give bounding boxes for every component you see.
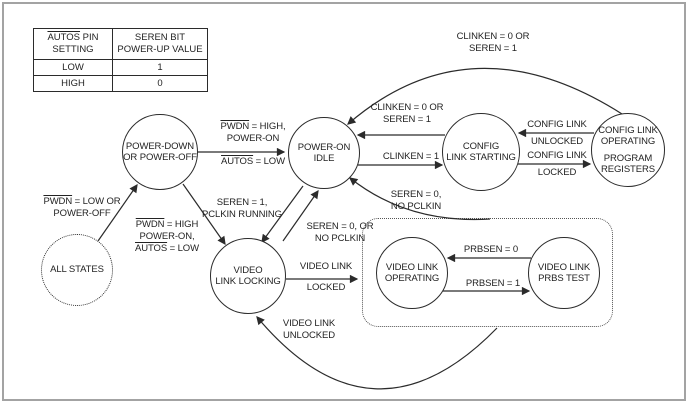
table-header-seren: SEREN BIT POWER-UP VALUE: [112, 28, 208, 60]
label-config-unlocked-bottom: UNLOCKED: [531, 136, 583, 147]
label-config-locked-top: CONFIG LINK: [527, 150, 587, 161]
label-config-unlocked-top: CONFIG LINK: [527, 119, 587, 130]
arrow-video-link-unlocked: [256, 316, 498, 390]
label-video-link-locked-top: VIDEO LINK: [299, 261, 353, 272]
state-video-link-prbs-test: VIDEO LINK PRBS TEST: [528, 237, 600, 309]
seren-powerup-table: AUTOS PIN SETTING SEREN BIT POWER-UP VAL…: [33, 28, 208, 92]
state-video-link-locking: VIDEO LINK LOCKING: [210, 238, 286, 314]
seren-0-cell: 0: [112, 75, 208, 92]
arrow-idle-to-locking: [261, 185, 304, 244]
state-all-states: ALL STATES: [41, 234, 113, 306]
table-header-autos: AUTOS PIN SETTING: [33, 28, 113, 60]
label-idle-to-starting: CLINKEN = 1: [382, 151, 440, 162]
state-power-down: POWER-DOWN OR POWER-OFF: [122, 114, 198, 190]
state-config-link-starting: CONFIG LINK STARTING: [442, 113, 520, 191]
label-power-down-to-idle-bottom: AUTOS = LOW: [221, 156, 285, 167]
label-video-link-locked-bottom: LOCKED: [306, 282, 346, 293]
label-power-down-to-locking: PWDN = HIGH POWER-ON, AUTOS = LOW: [135, 219, 199, 254]
label-prbsen-1: PRBSEN = 1: [465, 278, 521, 289]
config-link-operating-label: CONFIG LINK OPERATING: [598, 124, 658, 148]
autos-low-cell: LOW: [33, 59, 113, 76]
arrow-locking-to-idle: [282, 189, 319, 242]
seren-1-cell: 1: [112, 59, 208, 76]
label-starting-to-idle: CLINKEN = 0 OR SEREN = 1: [370, 102, 444, 125]
autos-overline: AUTOS: [47, 32, 81, 43]
arrow-video-operating-to-idle: [349, 177, 491, 221]
label-all-states-to-power-down: PWDN = LOW OR POWER-OFF: [43, 196, 121, 219]
table-row: HIGH 0: [33, 75, 208, 92]
program-registers-label: PROGRAM REGISTERS: [601, 152, 655, 176]
label-video-link-unlocked: VIDEO LINK UNLOCKED: [282, 318, 336, 341]
state-config-link-operating: CONFIG LINK OPERATING PROGRAM REGISTERS: [591, 113, 665, 187]
state-power-on-idle: POWER-ON IDLE: [288, 117, 360, 189]
label-config-locked-bottom: LOCKED: [537, 167, 577, 178]
label-config-operating-to-idle-arc: CLINKEN = 0 OR SEREN = 1: [456, 31, 530, 54]
arrow-config-operating-to-idle-arc: [347, 67, 623, 125]
label-power-down-to-idle-top: PWDN = HIGH, POWER-ON: [220, 121, 286, 144]
table-row: LOW 1: [33, 59, 208, 76]
arrow-all-states-to-power-down: [97, 183, 138, 242]
label-video-operating-to-idle: SEREN = 0, NO PCLKIN: [390, 189, 442, 212]
label-prbsen-0: PRBSEN = 0: [463, 244, 519, 255]
state-video-link-operating: VIDEO LINK OPERATING: [376, 237, 448, 309]
autos-high-cell: HIGH: [33, 75, 113, 92]
label-locking-to-idle: SEREN = 0, OR NO PCLKIN: [306, 221, 374, 244]
arrow-power-down-to-locking: [182, 183, 226, 246]
label-idle-to-locking: SEREN = 1, PCLKIN RUNNING: [202, 197, 282, 220]
